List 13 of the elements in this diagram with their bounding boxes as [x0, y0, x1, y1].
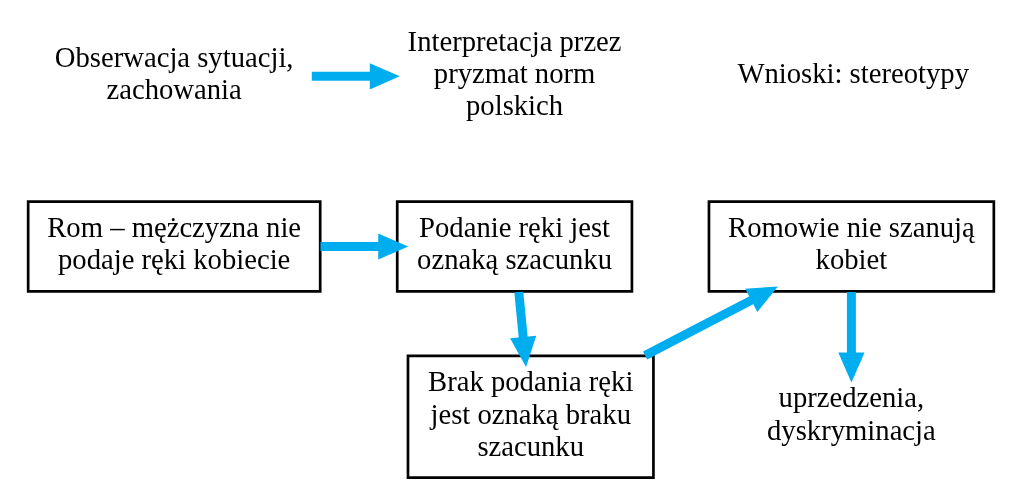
node-text: uprzedzenia, dyskryminacja: [766, 381, 936, 446]
arrow: [509, 291, 536, 367]
arrow: [311, 63, 400, 90]
node-text: Obserwacja sytuacji, zachowania: [54, 40, 294, 106]
label: Wnioski: stereotypy: [736, 57, 969, 90]
arrow: [319, 233, 408, 260]
node-box: Romowie nie szanują kobiet: [707, 200, 995, 293]
arrow: [837, 292, 864, 383]
node-box: Podanie ręki jest oznaką szacunku: [395, 200, 633, 293]
node-box: Brak podania ręki jest oznaką braku szacunku: [406, 354, 655, 479]
arrow: [642, 286, 778, 360]
node-text: Interpretacja przez pryzmat norm polskich: [407, 24, 622, 122]
node-box: Rom – mężczyzna nie podaje ręki kobiecie: [26, 200, 322, 293]
